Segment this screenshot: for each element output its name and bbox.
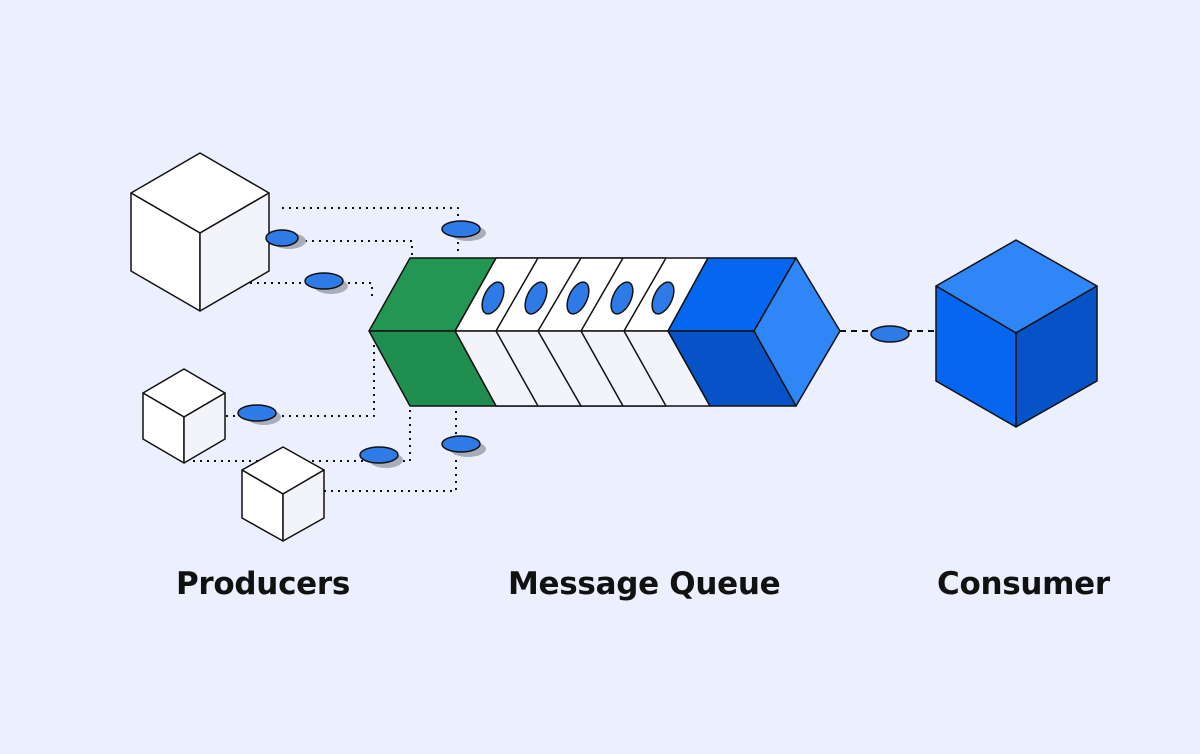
queue-head-green [368, 257, 497, 407]
message-token [237, 404, 281, 425]
connector-producer1-middle [270, 240, 413, 255]
message-queue-label: Message Queue [508, 566, 781, 602]
connector-producer3 [324, 406, 457, 492]
message-token-to-consumer [870, 325, 910, 343]
connector-producer1-bottom [250, 282, 373, 300]
connector-producer2-bottom [193, 406, 411, 462]
message-token [441, 435, 486, 457]
connector-producer2-top [226, 340, 375, 417]
messages-in-transit [237, 220, 910, 468]
queue-tail-blue [667, 257, 841, 407]
consumer-label: Consumer [937, 566, 1110, 602]
connector-producer1-top [282, 207, 459, 255]
message-token [359, 446, 403, 468]
producer-cube-small [142, 368, 226, 464]
consumer-cube [935, 239, 1098, 428]
message-token [441, 220, 486, 241]
message-token [265, 229, 306, 249]
producers-label: Producers [176, 566, 351, 602]
queue-slots [454, 257, 711, 407]
queue-slot-1 [454, 257, 539, 407]
producer-cube-medium [241, 446, 325, 542]
producer-cube-large [130, 152, 270, 312]
message-token [304, 272, 348, 294]
